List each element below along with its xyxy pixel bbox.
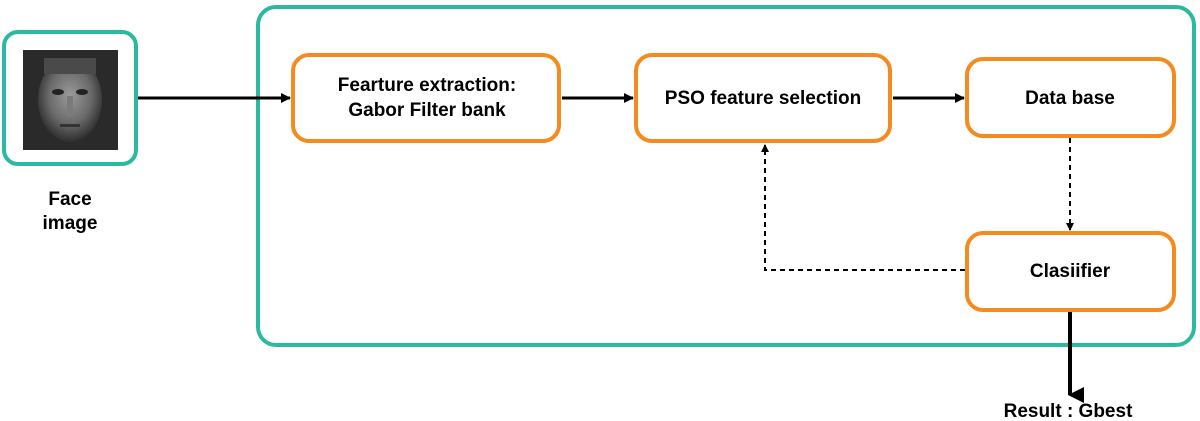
face-image-box — [2, 30, 138, 166]
database-node — [965, 57, 1176, 138]
result-label: Result : Gbest — [1004, 401, 1133, 421]
classifier-node — [965, 231, 1176, 312]
system-container — [256, 5, 1196, 347]
pso-node — [634, 53, 892, 143]
feature-extraction-line2: Gabor Filter bank — [348, 100, 506, 121]
feature-extraction-node — [291, 53, 561, 143]
face-photo — [23, 50, 118, 150]
pso-label: PSO feature selection — [665, 88, 861, 109]
face-caption-line2: image — [43, 213, 98, 234]
arrow-classifier-to-pso — [761, 144, 965, 271]
classifier-label: Clasiifier — [1030, 261, 1111, 282]
face-caption-line1: Face — [48, 189, 91, 210]
feature-extraction-line1: Fearture extraction: — [338, 75, 516, 96]
database-label: Data base — [1025, 88, 1115, 109]
